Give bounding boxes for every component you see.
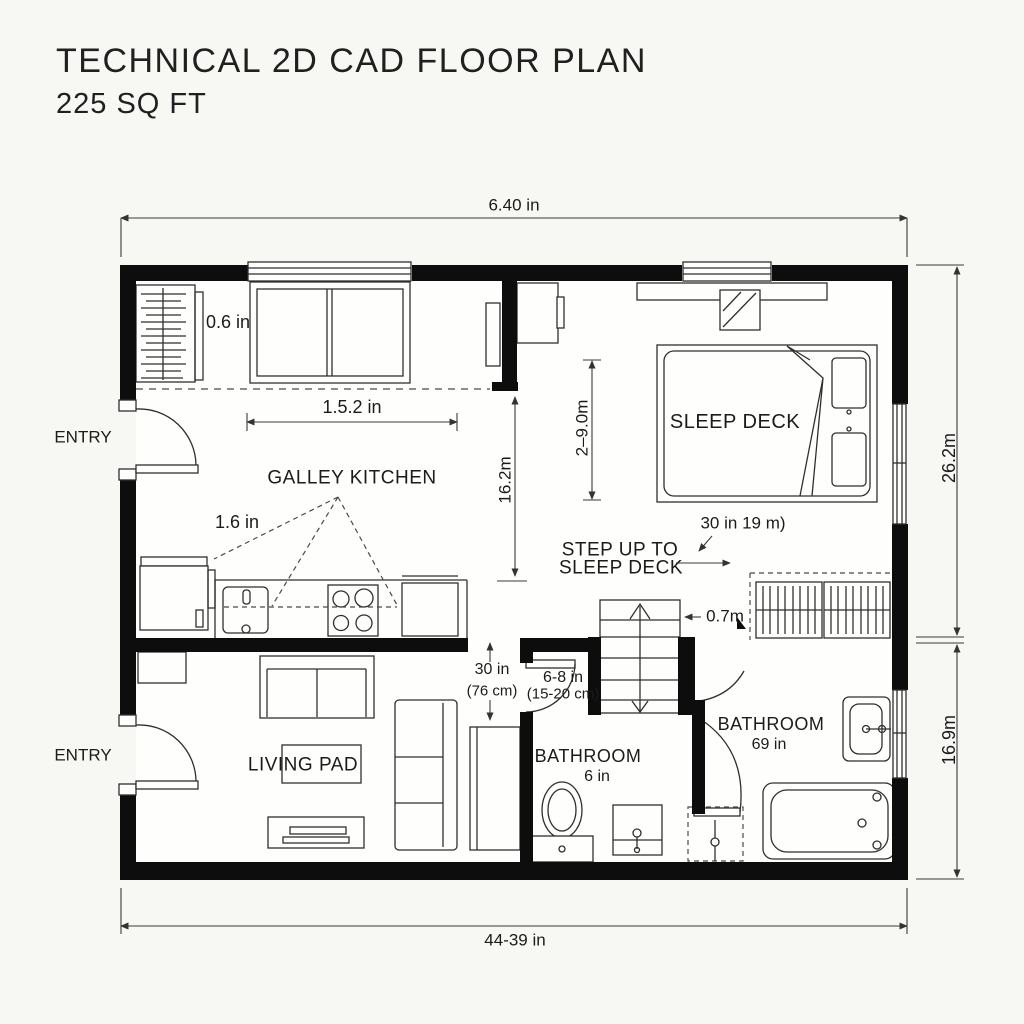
room-label-bathroom-right: BATHROOM (717, 714, 825, 734)
bed-width-dim-label: 30 in 19 m) (700, 513, 786, 533)
clearance-dim-label: 30 in (474, 661, 510, 678)
entry-label-lower: ENTRY (54, 745, 112, 765)
toilet (531, 781, 594, 863)
interior-walls (136, 281, 705, 862)
page-subtitle: 225 SQ FT (56, 88, 207, 120)
right-upper-dim-label: 26.2m (939, 432, 959, 484)
kitchen-window-dim-label: 1.5.2 in (322, 397, 382, 417)
right-lower-dim-label: 16.9m (939, 714, 959, 766)
step-height-dim-label: 6-8 in (542, 669, 584, 686)
interior-height-dim-label: 16.2m (495, 456, 515, 504)
kitchen-window (247, 261, 412, 384)
bathroom-right-dim-label: 69 in (751, 736, 787, 753)
outer-walls (120, 265, 908, 880)
sleepdeck-top-window (682, 261, 772, 282)
vanity (612, 804, 663, 856)
bathroom-left-door (525, 659, 576, 713)
room-label-sleep-deck: SLEEP DECK (669, 411, 801, 433)
coffee-table (281, 744, 362, 784)
work-triangle-dim-label: 1.6 in (214, 512, 260, 532)
stairs (599, 599, 681, 714)
bottom-width-dim-label: 44-39 in (484, 930, 546, 950)
fridge (139, 556, 216, 631)
clearance-metric-label: (76 cm) (466, 682, 518, 700)
partition-cabinet (485, 282, 565, 367)
step-up-annotation-line2: SLEEP DECK (559, 557, 683, 579)
bathroom-left-dim-label: 6 in (584, 768, 610, 785)
closet-dim-label: 0.6 in (205, 312, 251, 332)
dimension-lines (120, 214, 964, 934)
stair-width-dim-label: 0.7m (706, 606, 744, 626)
room-label-living-pad: LIVING PAD (247, 754, 359, 776)
sleepdeck-closet (737, 572, 892, 640)
entry-door-lower (118, 714, 199, 796)
room-label-bathroom-left: BATHROOM (534, 746, 642, 766)
loveseat (259, 655, 375, 719)
top-width-dim-label: 6.40 in (488, 195, 540, 215)
kitchen-sink (222, 586, 269, 634)
right-wall-windows (892, 403, 907, 779)
entry-label-upper: ENTRY (54, 427, 112, 447)
entry-door-upper (118, 399, 199, 481)
bathroom-sink (842, 696, 891, 762)
step-height-metric-label: (15-20 cm) (526, 685, 600, 703)
entry-closet (135, 284, 204, 383)
kitchen-cabinet-right (401, 575, 459, 637)
bathtub (762, 782, 896, 860)
bed-depth-dim-label: 2–9.0m (572, 399, 592, 457)
page-title: TECHNICAL 2D CAD FLOOR PLAN (56, 42, 647, 80)
work-triangle (213, 496, 398, 608)
stove (327, 584, 379, 637)
shower (687, 806, 744, 862)
hall-cabinet (469, 726, 521, 851)
sleepdeck-desk (636, 282, 828, 331)
tv-console (267, 816, 365, 849)
room-label-galley-kitchen: GALLEY KITCHEN (267, 467, 437, 489)
step-up-annotation-line1: STEP UP TO (561, 539, 679, 561)
bed (656, 344, 878, 503)
sofa (394, 699, 458, 851)
